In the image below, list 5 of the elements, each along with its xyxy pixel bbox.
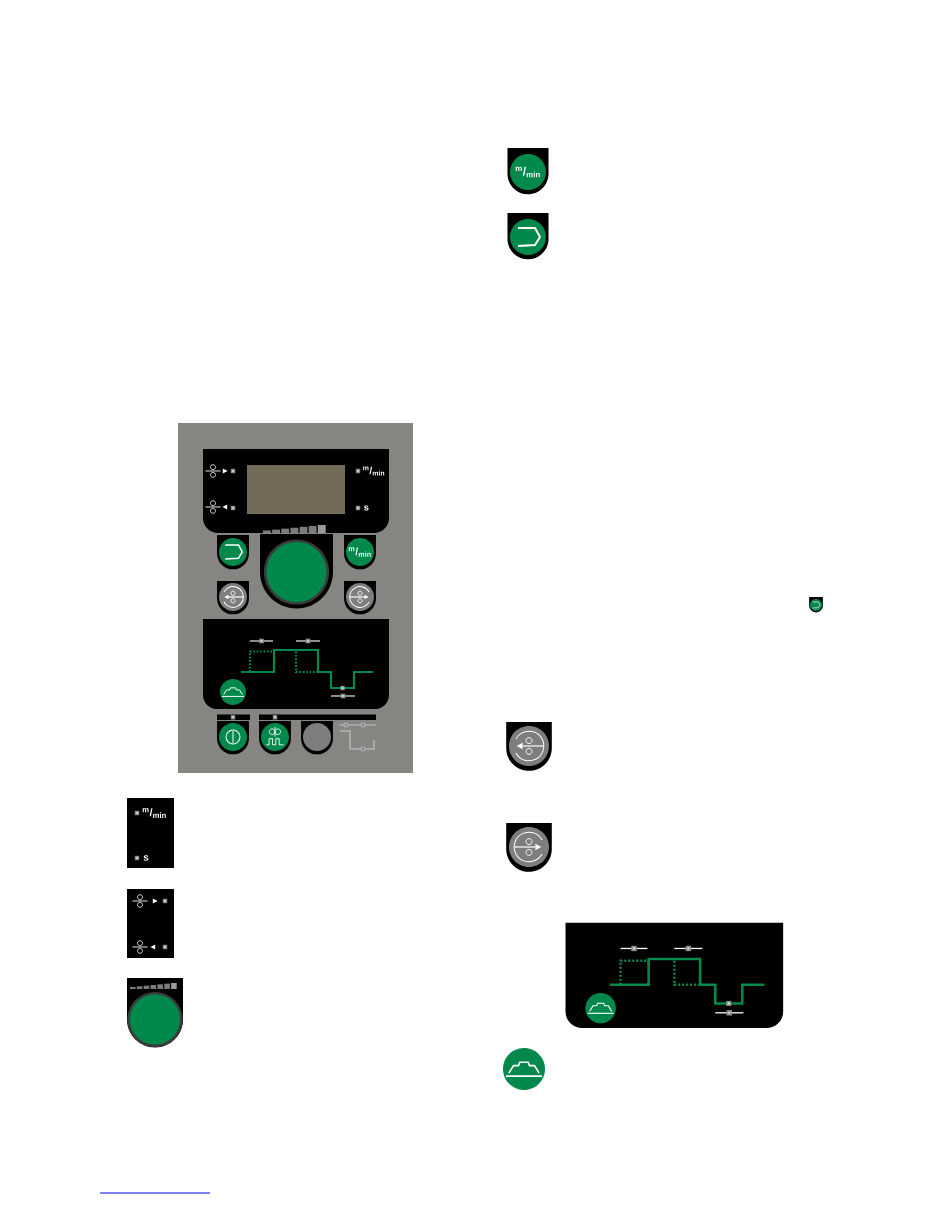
unit-label: s <box>364 505 369 511</box>
unit-label: $^{m}$/$_{min}$ <box>142 808 166 818</box>
unit-label: s <box>143 855 149 861</box>
unit-label: $^{m}$/$_{min}$ <box>363 466 385 476</box>
push-button: $^{m}$/$_{min}$ <box>507 148 549 195</box>
